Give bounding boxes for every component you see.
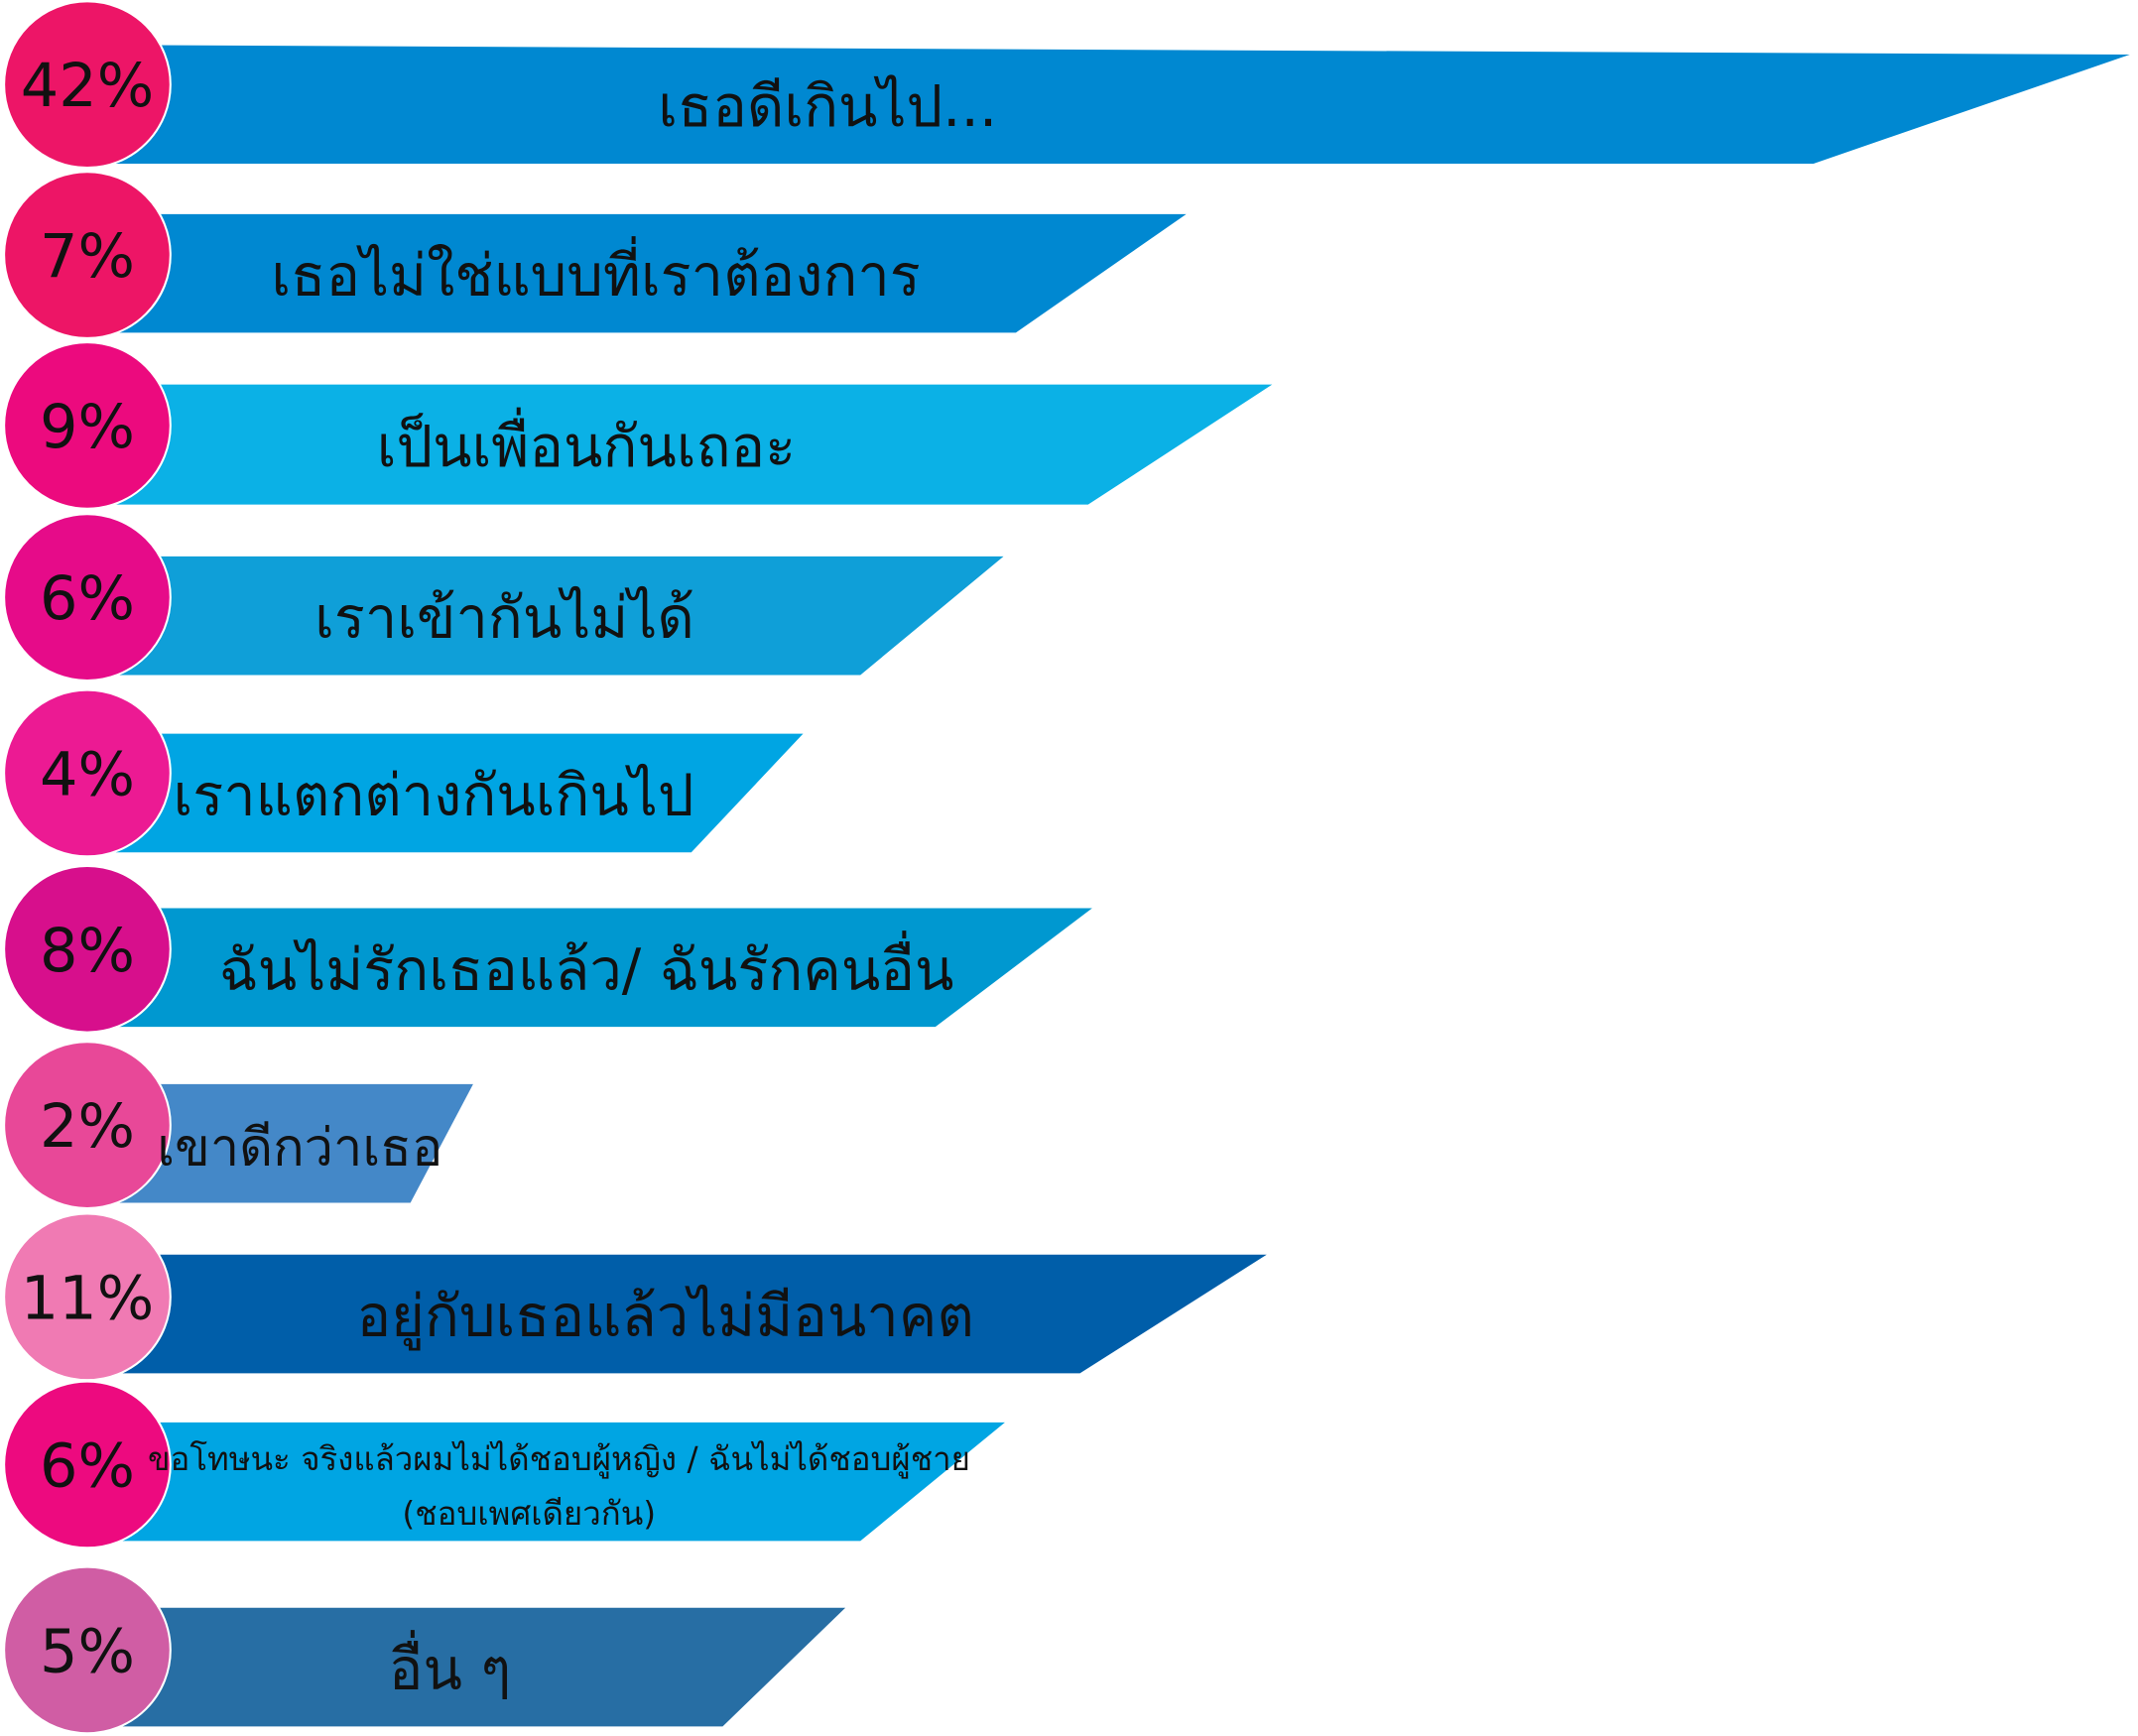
value-label: 2% [40,1092,135,1162]
value-label: 6% [40,1431,135,1501]
percent-circle [3,864,172,1034]
bar-row: 2% เขาดีกว่าเธอ [3,1041,473,1210]
value-label: 9% [40,393,135,462]
category-label: อื่น ๆ [389,1631,511,1703]
bar [115,1607,846,1727]
percent-circle [3,341,172,510]
value-label: 42% [21,52,154,121]
percent-circle [3,1565,172,1735]
category-label: เราเข้ากันไม่ได้ [314,584,694,652]
value-label: 5% [40,1617,135,1686]
category-label: ฉันไม่รักเธอแล้ว/ ฉันรักคนอื่น [218,930,953,1003]
bar-row: 6% เราเข้ากันไม่ได้ [3,513,1004,682]
bar [115,1254,1267,1374]
bar-row: 4% เราแตกต่างกันเกินไป [3,688,804,858]
percent-circle [3,688,172,858]
bar [115,213,1187,333]
value-label: 8% [40,917,135,986]
category-label: อยู่กับเธอแล้วไม่มีอนาคต [357,1283,974,1351]
bar [115,1422,1005,1542]
bar-row: 6% ขอโทษนะ จริงแล้วผมไม่ได้ชอบผู้หญิง / ฉ… [3,1380,1005,1550]
percent-circle [3,171,172,339]
percent-circle [3,1212,172,1382]
bar [115,556,1004,676]
bar-row: 11% อยู่กับเธอแล้วไม่มีอนาคต [3,1212,1267,1382]
bar [115,384,1273,505]
value-label: 11% [21,1264,154,1333]
percent-circle [3,1041,172,1210]
bar [115,908,1092,1028]
percent-circle [3,0,172,170]
bar-row: 42% เธอดีเกินไป... [3,0,2130,170]
category-label: เราแตกต่างกันเกินไป [174,761,694,828]
bar-row: 7% เธอไม่ใช่แบบที่เราต้องการ [3,171,1187,339]
value-label: 6% [40,564,135,634]
bar-row: 8% ฉันไม่รักเธอแล้ว/ ฉันรักคนอื่น [3,864,1092,1034]
bar [115,733,804,853]
bar-row: 5% อื่น ๆ [3,1565,846,1735]
bar-row: 9% เป็นเพื่อนกันเถอะ [3,341,1273,510]
value-label: 7% [40,222,135,292]
bar [115,45,2130,164]
category-label: เธอดีเกินไป... [658,72,997,140]
category-label: เป็นเพื่อนกันเถอะ [377,408,796,480]
percent-circle [3,513,172,682]
category-label: เธอไม่ใช่แบบที่เราต้องการ [271,237,920,310]
percent-circle [3,1380,172,1550]
value-label: 4% [40,740,135,809]
category-label: เขาดีกว่าเธอ [157,1119,442,1178]
bar [115,1083,473,1203]
category-label: ขอโทษนะ จริงแล้วผมไม่ได้ชอบผู้หญิง / ฉัน… [148,1439,970,1479]
category-label: (ชอบเพศเดียวกัน) [402,1494,656,1533]
